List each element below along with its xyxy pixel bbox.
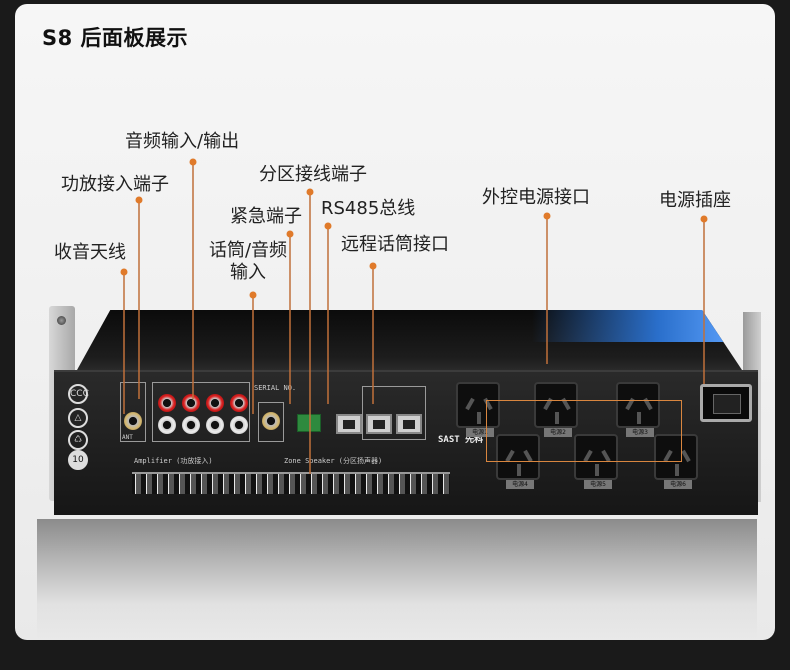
fcc-logo-icon: △ [68, 408, 88, 428]
antenna-jack-icon [124, 412, 142, 430]
label-mic-audio-input: 话筒/音频 输入 [200, 240, 296, 284]
remote-mic-box [362, 386, 426, 440]
label-remote-mic: 远程话筒接口 [341, 234, 449, 255]
remote-mic-port-1-icon [366, 414, 392, 434]
serial-label: SERIAL NO. [254, 384, 297, 392]
page-title: S8 后面板展示 [42, 26, 189, 50]
external-power-highlight [486, 400, 682, 462]
audio-io-box [152, 382, 250, 442]
rs485-port-icon [336, 414, 362, 434]
power-outlet-4: 电源4 [496, 434, 540, 489]
audio-jack-red-2-icon [182, 394, 200, 412]
label-amp-terminal: 功放接入端子 [61, 174, 169, 195]
power-outlet-1: 电源1 [456, 382, 500, 437]
audio-jack-white-4-icon [230, 416, 248, 434]
label-radio-antenna: 收音天线 [54, 242, 126, 263]
iec-power-socket-icon [700, 384, 752, 422]
amplifier-label: Amplifier (功放接入) [134, 457, 213, 465]
audio-jack-white-2-icon [182, 416, 200, 434]
label-rs485: RS485总线 [321, 198, 416, 219]
label-emergency-terminal: 紧急端子 [230, 206, 302, 227]
product-card: S8 后面板展示 音频输入/输出 功放接入端子 分区接线端子 紧急端子 RS48… [15, 4, 775, 640]
leader-lines [120, 158, 708, 474]
label-external-power: 外控电源接口 [482, 187, 590, 208]
remote-mic-port-2-icon [396, 414, 422, 434]
audio-jack-red-1-icon [158, 394, 176, 412]
power-outlet-2: 电源2 [534, 382, 578, 437]
device-reflection [37, 519, 757, 640]
brand-label: SAST 先科 [438, 435, 484, 445]
audio-jack-red-4-icon [230, 394, 248, 412]
ccc-logo-icon: CCC [68, 384, 89, 404]
antenna-label: ANT [122, 434, 133, 441]
label-mic-audio-input-line1: 话筒/音频 [208, 240, 288, 261]
ten-logo-icon: 10 [68, 450, 88, 470]
rear-panel: CCC △ ♺ 10 ANT SERIAL NO. [54, 370, 758, 515]
device-rear-panel: CCC △ ♺ 10 ANT SERIAL NO. [37, 304, 761, 515]
recycle-logo-icon: ♺ [68, 430, 88, 450]
power-outlet-6: 电源6 [654, 434, 698, 489]
zone-speaker-label: Zone Speaker (分区扬声器) [284, 457, 383, 465]
power-outlet-5: 电源5 [574, 434, 618, 489]
audio-jack-white-3-icon [206, 416, 224, 434]
label-zone-terminal: 分区接线端子 [259, 164, 367, 185]
audio-jack-white-1-icon [158, 416, 176, 434]
emergency-terminal-block [297, 414, 321, 432]
chassis-top [77, 310, 742, 370]
speaker-terminal-strip [132, 472, 450, 494]
antenna-box [120, 382, 146, 442]
power-outlet-3: 电源3 [616, 382, 660, 437]
audio-jack-red-3-icon [206, 394, 224, 412]
mic-jack-icon [262, 412, 280, 430]
label-mic-audio-input-line2: 输入 [230, 262, 266, 283]
label-audio-io: 音频输入/输出 [125, 131, 240, 152]
label-power-socket: 电源插座 [659, 190, 731, 211]
mic-box [258, 402, 284, 442]
